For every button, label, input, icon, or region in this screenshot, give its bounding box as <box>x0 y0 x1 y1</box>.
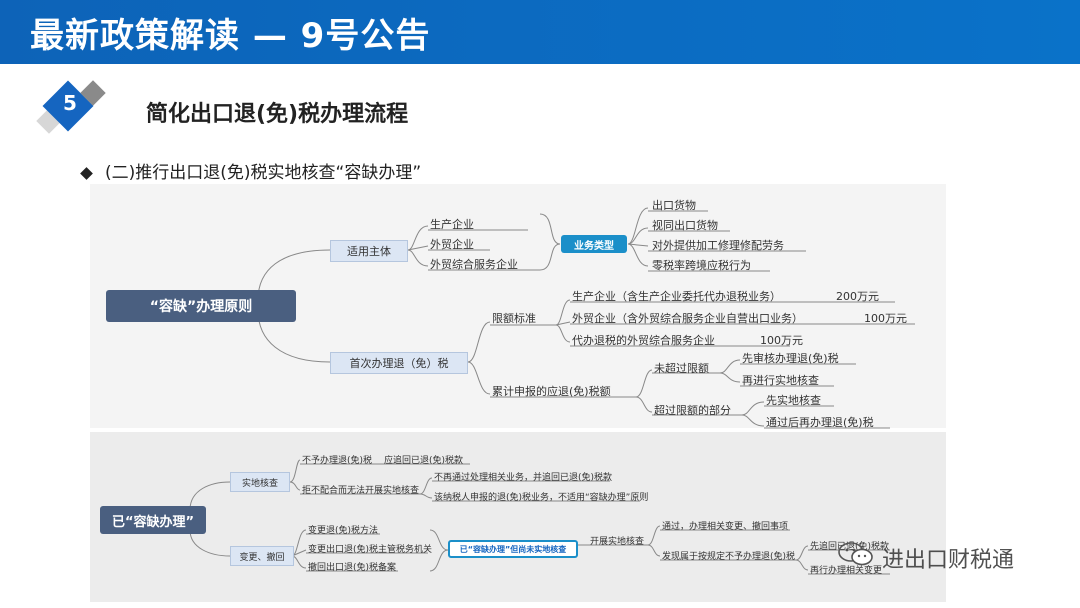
limit-item-3-value: 100万元 <box>760 334 803 347</box>
check-a: 不予办理退(免)税 <box>302 456 373 466</box>
section-title: 简化出口退(免)税办理流程 <box>146 102 409 127</box>
bullet-heading: (二)推行出口退(免)税实地核查“容缺办理” <box>80 158 422 183</box>
scope-item-1: 生产企业 <box>430 218 474 231</box>
watermark-text: 进出口财税通 <box>882 548 1015 573</box>
limit-item-1-value: 200万元 <box>836 290 879 303</box>
check-b-item-2: 该纳税人申报的退(免)税业务，不适用“容缺办理”原则 <box>434 493 649 503</box>
not-exceed-item-1: 先审核办理退(免)税 <box>742 352 839 365</box>
business-item-1: 出口货物 <box>652 199 696 212</box>
business-item-3: 对外提供加工修理修配劳务 <box>652 239 784 252</box>
check-b-item-1: 不再通过处理相关业务，并追回已退(免)税款 <box>434 473 613 483</box>
bullet-text: (二)推行出口退(免)税实地核查“容缺办理” <box>105 163 422 183</box>
fail-item-1: 先追回已退(免)税款 <box>810 542 890 552</box>
done-panel <box>90 432 946 602</box>
change-node: 变更、撤回 <box>230 546 294 566</box>
exceed-item-2: 通过后再办理退(免)税 <box>766 416 874 429</box>
first-refund-node: 首次办理退（免）税 <box>330 352 468 374</box>
business-type-tag: 业务类型 <box>561 235 627 253</box>
exceed-item-1: 先实地核查 <box>766 394 821 407</box>
scope-item-2: 外贸企业 <box>430 238 474 251</box>
cumulative-node: 累计申报的应退(免)税额 <box>492 385 611 398</box>
exceed-node: 超过限额的部分 <box>654 404 731 417</box>
check-b: 拒不配合而无法开展实地核查 <box>302 486 420 496</box>
limit-item-3-name: 代办退税的外贸综合服务企业 <box>572 334 715 347</box>
done-root: 已“容缺办理” <box>100 506 206 534</box>
fail-text: 发现属于按规定不予办理退(免)税 <box>662 552 796 562</box>
pending-tag: 已“容缺办理”但尚未实地核查 <box>448 540 578 558</box>
check-a-result: 应追回已退(免)税款 <box>384 456 464 466</box>
change-item-2: 变更出口退(免)税主管税务机关 <box>308 545 433 555</box>
limit-item-2-value: 100万元 <box>864 312 907 325</box>
section-number: 5 <box>63 91 77 115</box>
business-item-2: 视同出口货物 <box>652 219 718 232</box>
page-title: 最新政策解读 — 9号公告 <box>30 16 431 56</box>
fail-item-2: 再行办理相关变更 <box>810 566 883 576</box>
section-heading: 5 简化出口退(免)税办理流程 <box>36 78 640 138</box>
change-item-3: 撤回出口退(免)税备案 <box>308 563 397 573</box>
scope-item-3: 外贸综合服务企业 <box>430 258 518 271</box>
start-check-node: 开展实地核查 <box>590 537 645 547</box>
limit-item-2-name: 外贸企业（含外贸综合服务企业自营出口业务） <box>572 312 803 325</box>
change-item-1: 变更退(免)税方法 <box>308 526 379 536</box>
limit-item-1-name: 生产企业（含生产企业委托代办退税业务） <box>572 290 781 303</box>
limit-node: 限额标准 <box>492 312 536 325</box>
scope-node: 适用主体 <box>330 240 408 262</box>
principle-root: “容缺”办理原则 <box>106 290 296 322</box>
not-exceed-node: 未超过限额 <box>654 362 709 375</box>
header-bar: 最新政策解读 — 9号公告 <box>0 0 1080 64</box>
pass-text: 通过，办理相关变更、撤回事项 <box>662 522 789 532</box>
not-exceed-item-2: 再进行实地核查 <box>742 374 819 387</box>
wechat-icon <box>838 542 873 566</box>
business-item-4: 零税率跨境应税行为 <box>652 259 751 272</box>
check-node: 实地核查 <box>230 472 290 492</box>
